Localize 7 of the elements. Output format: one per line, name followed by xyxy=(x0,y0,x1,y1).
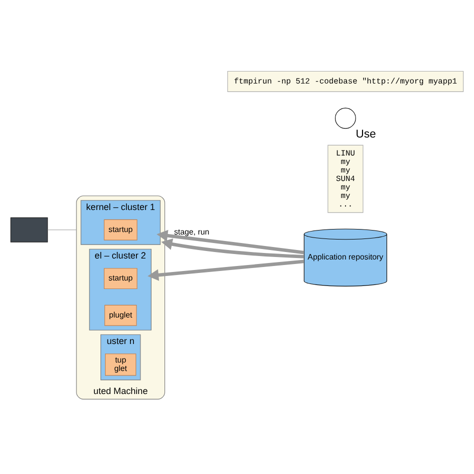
node-box xyxy=(10,216,48,242)
node-person xyxy=(334,107,356,128)
arrow xyxy=(148,259,304,280)
arrow xyxy=(161,238,304,258)
connector xyxy=(47,229,77,230)
arrow xyxy=(156,229,304,254)
node-label: Use xyxy=(356,128,376,140)
